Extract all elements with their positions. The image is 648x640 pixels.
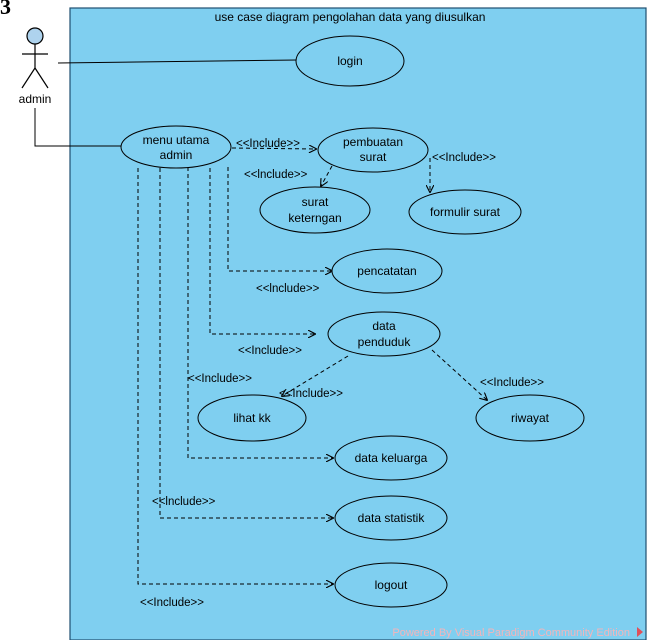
use-case-surat-keterangan[interactable]: surat keterngan [259, 186, 371, 234]
use-case-riwayat[interactable]: riwayat [475, 394, 585, 442]
include-line-data-statistik [159, 168, 333, 518]
use-case-data-penduduk[interactable]: data penduduk [327, 311, 441, 357]
include-label-pembuatan: <<Include>> [236, 138, 300, 150]
include-label-surat-keterangan: <<lnclude>> [244, 169, 308, 181]
association-login [57, 59, 298, 64]
footer-watermark: Powered By Visual Paradigm Community Edi… [392, 627, 630, 639]
use-case-label: menu utama [143, 133, 210, 147]
system-title: use case diagram pengolahan data yang di… [215, 10, 486, 24]
include-label-data-statistik: <<lnclude>> [152, 496, 216, 508]
include-label-riwayat: <<Include>> [480, 377, 544, 389]
include-label-lihat-kk-b: <<Include>> [279, 388, 343, 400]
use-case-label: login [337, 54, 362, 68]
use-case-menu-utama[interactable]: menu utama admin [120, 125, 232, 169]
use-case-label: data keluarga [355, 451, 428, 465]
use-case-logout[interactable]: logout [334, 562, 448, 608]
use-case-data-statistik[interactable]: data statistik [334, 495, 448, 541]
include-label-formulir: <<Include>> [432, 152, 496, 164]
use-case-label: riwayat [511, 411, 550, 425]
use-case-label: pencatatan [357, 264, 416, 278]
association-menu-utama [34, 108, 121, 147]
use-case-label: data statistik [358, 511, 426, 525]
use-case-lihat-kk[interactable]: lihat kk [197, 394, 307, 442]
footer-logo-icon [637, 627, 643, 637]
include-line-lihat-kk [282, 355, 349, 396]
use-case-label: penduduk [358, 335, 412, 349]
use-case-label: surat [302, 195, 329, 209]
include-label-pencatatan: <<lnclude>> [256, 283, 320, 295]
include-line-surat-keterangan [321, 165, 333, 186]
use-case-pencatatan[interactable]: pencatatan [331, 248, 443, 294]
use-case-label: formulir surat [430, 205, 501, 219]
use-case-data-keluarga[interactable]: data keluarga [334, 435, 448, 481]
use-case-login[interactable]: login [295, 35, 405, 87]
use-case-pembuatan-surat[interactable]: pembuatan surat [317, 127, 429, 173]
use-case-label: surat [360, 150, 387, 164]
include-label-lihat-kk-a: <<Include>> [188, 373, 252, 385]
use-case-label: logout [375, 578, 408, 592]
include-line-data-keluarga [187, 167, 333, 458]
include-label-logout: <<Include>> [140, 597, 204, 609]
include-line-logout [137, 168, 333, 584]
include-line-pembuatan [231, 148, 316, 149]
actor-name: admin [19, 92, 52, 106]
use-case-label: data [372, 319, 396, 333]
include-label-data-penduduk: <<Include>> [238, 345, 302, 357]
actor-head-icon [26, 27, 44, 45]
use-case-label: keterngan [288, 211, 341, 225]
include-line-riwayat [431, 349, 487, 400]
use-case-label: pembuatan [343, 135, 403, 149]
figure-number-label: 3 [0, 0, 11, 19]
use-case-formulir-surat[interactable]: formulir surat [408, 189, 522, 235]
use-case-label: admin [160, 148, 193, 162]
use-case-label: lihat kk [233, 411, 271, 425]
actor-admin[interactable]: admin [19, 27, 52, 106]
